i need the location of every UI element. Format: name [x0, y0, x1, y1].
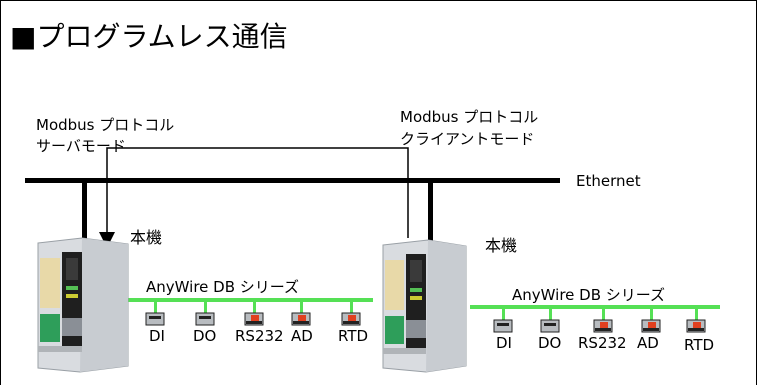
diagram-title: ■プログラムレス通信	[10, 20, 288, 53]
right-module-label-do: DO	[538, 334, 562, 352]
ethernet-line	[25, 178, 560, 183]
right-do-module-icon	[540, 319, 560, 333]
right-anywire-bus	[470, 305, 720, 309]
left-rtd-module-icon	[341, 312, 361, 326]
right-module-label-rtd: RTD	[684, 336, 715, 354]
left-do-module-icon	[195, 312, 215, 326]
left-anywire-bus	[124, 298, 373, 302]
client-drop-line	[428, 181, 433, 247]
client-protocol-label: Modbus プロトコル	[400, 108, 539, 126]
left-module-label-di: DI	[149, 327, 165, 345]
right-module-label-rs232: RS232	[578, 334, 627, 352]
client-device-label: 本機	[485, 236, 518, 255]
right-ad-module-icon	[641, 319, 661, 333]
right-module-drops	[502, 307, 698, 321]
server-protocol-label: Modbus プロトコル	[36, 116, 175, 134]
left-module-icons	[145, 312, 361, 326]
client-device-icon	[382, 239, 467, 373]
modbus-communication-path	[106, 147, 409, 240]
left-module-label-rtd: RTD	[338, 327, 369, 345]
right-bus-label: AnyWire DB シリーズ	[512, 286, 666, 304]
right-module-label-ad: AD	[637, 334, 659, 352]
left-rs232-module-icon	[244, 312, 264, 326]
ethernet-label: Ethernet	[576, 172, 641, 190]
right-rs232-module-icon	[593, 319, 613, 333]
server-drop-line	[82, 181, 87, 256]
right-di-module-icon	[493, 319, 513, 333]
left-module-label-rs232: RS232	[235, 327, 284, 345]
right-rtd-module-icon	[686, 319, 706, 333]
right-module-label-di: DI	[496, 334, 512, 352]
left-di-module-icon	[145, 312, 165, 326]
server-device-label: 本機	[130, 228, 163, 247]
left-module-drops	[154, 300, 353, 314]
client-mode-label: クライアントモード	[400, 130, 535, 148]
left-module-label-do: DO	[193, 327, 217, 345]
server-mode-label: サーバモード	[36, 137, 126, 155]
server-device-icon	[37, 237, 129, 373]
left-ad-module-icon	[291, 312, 311, 326]
left-bus-label: AnyWire DB シリーズ	[146, 278, 300, 296]
right-module-icons	[493, 319, 706, 333]
left-module-label-ad: AD	[291, 327, 313, 345]
arrow-head-icon	[99, 232, 115, 248]
